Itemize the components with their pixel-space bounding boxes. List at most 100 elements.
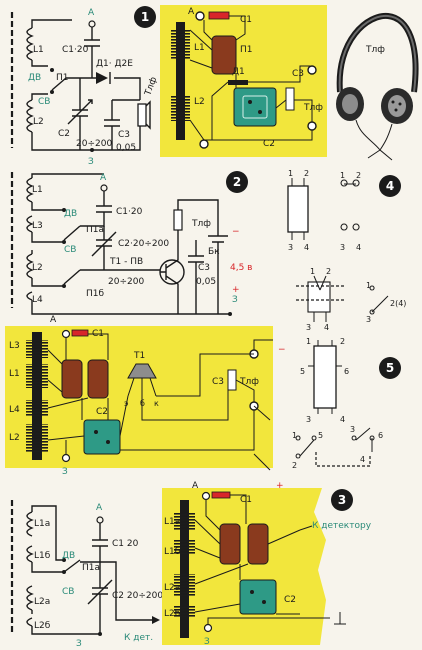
svg-text:4: 4 <box>324 323 329 332</box>
switch-p1a-part-3 <box>219 523 241 565</box>
capacitor-c2-2 <box>80 226 160 271</box>
label-c2-value-2: 20÷200 <box>108 277 144 287</box>
label-l1a: L1а <box>34 519 50 529</box>
coil-l1 <box>26 27 34 61</box>
switch-p1b-part <box>87 359 109 399</box>
panel3-label-a: A <box>192 481 199 491</box>
terminal-tlf-2 <box>307 121 317 131</box>
wire-to-detector <box>299 525 313 531</box>
coil-l1b <box>26 545 34 563</box>
coil-l1-2 <box>26 177 34 203</box>
label-to-detector: К детектору <box>312 521 372 531</box>
variable-capacitor-c2-2 <box>83 419 121 455</box>
coil-l3 <box>26 215 34 233</box>
variable-capacitor-c2 <box>233 87 277 127</box>
panel2-label-c2: C2 <box>96 407 108 417</box>
switch-p1a-part <box>61 359 83 399</box>
label-l1: L1 <box>33 45 44 55</box>
label-dv-2: ДВ <box>64 209 77 219</box>
label-a: A <box>88 8 95 18</box>
panel3-label-l2b: L2б <box>164 609 181 619</box>
label-c2: C2 <box>58 129 70 139</box>
label-plus-2: + <box>232 285 240 295</box>
panel3-wiring <box>194 494 301 624</box>
coil-l1-winding-2 <box>26 364 48 388</box>
panel1-label-c3: C3 <box>292 69 304 79</box>
schematic-3: L1а L1б L2а L2б ДВ СВ П1а A C1 20 C2 20÷… <box>10 500 163 649</box>
label-c3-2: C3 <box>198 263 210 273</box>
capacitor-c1 <box>84 27 100 78</box>
capacitor-c3 <box>104 99 140 150</box>
svg-text:3: 3 <box>366 315 371 324</box>
panel2-wiring <box>47 333 273 454</box>
label-l2: L2 <box>33 117 44 127</box>
label-voltage: 4,5 в <box>230 263 252 273</box>
label-bk: Бк <box>208 247 220 257</box>
switch-body-5 <box>313 345 337 409</box>
label-tlf-2: Тлф <box>191 219 211 229</box>
layout-panel-3: L1а L1б L2а L2б A C1 C2 З <box>162 481 326 647</box>
layout-panel-1: L1 L2 A C1 П1 Д1 C2 C3 Тлф <box>160 5 327 157</box>
label-ground-1: З <box>88 157 94 167</box>
label-l1b: L1б <box>34 551 51 561</box>
coil-l2a <box>26 585 34 611</box>
panel2-label-l2: L2 <box>9 433 20 443</box>
switch-diagram-5: 1 2 5 6 3 4 1 5 2 3 6 4 <box>292 337 383 470</box>
label-c2-value: 20÷200 <box>76 139 112 149</box>
panel1-label-l1: L1 <box>194 43 205 53</box>
panel2-label-t1: T1 <box>133 351 145 361</box>
label-ground-2: З <box>232 295 238 305</box>
coil-l2-winding-2 <box>26 424 48 452</box>
svg-text:2: 2 <box>356 171 361 180</box>
svg-text:5: 5 <box>300 367 305 376</box>
svg-text:1: 1 <box>292 431 297 440</box>
label-c2-2: C2·20÷200 <box>118 239 169 249</box>
svg-text:4: 4 <box>386 179 394 193</box>
label-tlf-1: Тлф <box>143 76 159 98</box>
panel1-label-c1: C1 <box>240 15 252 25</box>
coil-l4 <box>26 291 33 301</box>
svg-text:1: 1 <box>141 10 149 24</box>
switch-p1 <box>51 77 67 91</box>
label-l4: L4 <box>32 295 43 305</box>
panel2-label-l4: L4 <box>9 405 20 415</box>
capacitor-c3-part <box>285 87 295 111</box>
label-d1: Д1· Д2Е <box>96 59 133 69</box>
wire-main <box>66 77 141 100</box>
svg-text:4: 4 <box>304 243 309 252</box>
label-minus-5: − <box>278 345 286 355</box>
label-p1b: П1б <box>86 289 104 299</box>
panel1-label-tlf: Тлф <box>303 103 323 113</box>
headphone-cord <box>355 119 393 161</box>
svg-text:4: 4 <box>356 243 361 252</box>
svg-text:3: 3 <box>338 493 346 507</box>
svg-text:2: 2 <box>340 337 345 346</box>
switch-diagram-4: 1 2 3 4 1 2 3 4 1 2 3 4 1 3 2(4) <box>287 169 406 332</box>
label-l2-2: L2 <box>32 263 43 273</box>
terminal-tlf-1 <box>307 65 317 75</box>
svg-text:к: к <box>154 399 159 408</box>
label-c1-2: C1·20 <box>116 207 143 217</box>
panel3-label-l1b: L1б <box>164 547 181 557</box>
capacitor-c3-part-2 <box>227 369 237 391</box>
label-c1: C1·20 <box>62 45 89 55</box>
panel3-label-l1a: L1а <box>164 517 180 527</box>
coil-l1-winding <box>171 30 190 60</box>
panel1-label-d1: Д1 <box>232 67 245 77</box>
panel3-label-l2a: L2а <box>164 583 180 593</box>
label-plus-5: + <box>276 481 284 491</box>
label-sv-2: СВ <box>64 245 76 255</box>
switch-p1b-part-3 <box>247 523 269 565</box>
label-c3: C3 <box>118 130 130 140</box>
coil-l2-winding <box>171 95 190 121</box>
panel2-label-a: A <box>50 315 57 325</box>
label-p1a: П1а <box>86 225 104 235</box>
label-l2b: L2б <box>34 621 51 631</box>
label-l1-2: L1 <box>32 185 43 195</box>
svg-text:4: 4 <box>360 455 365 464</box>
headphone-symbol-2 <box>173 209 183 231</box>
capacitor-c1-3 <box>80 523 108 563</box>
label-p1: П1 <box>56 73 69 83</box>
svg-text:4: 4 <box>340 415 345 424</box>
